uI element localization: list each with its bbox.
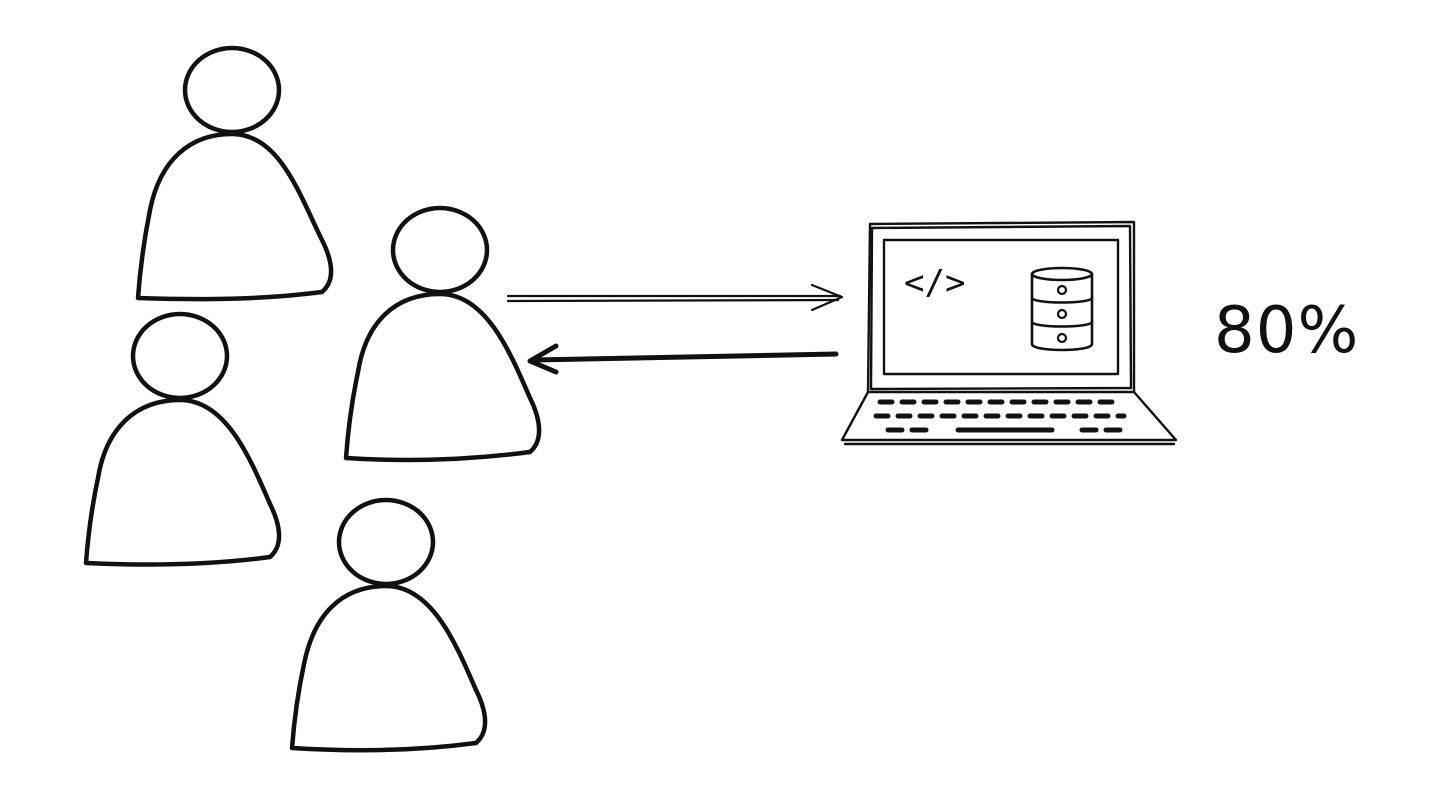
laptop-icon: </>: [840, 220, 1178, 446]
person-icon: [135, 45, 334, 302]
code-icon: </>: [904, 263, 965, 303]
keyboard-keys: [873, 399, 1127, 433]
person-icon: [343, 205, 542, 463]
percentage-label: 80%: [1214, 294, 1359, 368]
person-icon: [83, 311, 282, 567]
request-arrow: [506, 283, 844, 312]
person-icon: [289, 497, 488, 753]
database-icon: [1030, 266, 1094, 352]
response-arrow: [527, 343, 839, 375]
